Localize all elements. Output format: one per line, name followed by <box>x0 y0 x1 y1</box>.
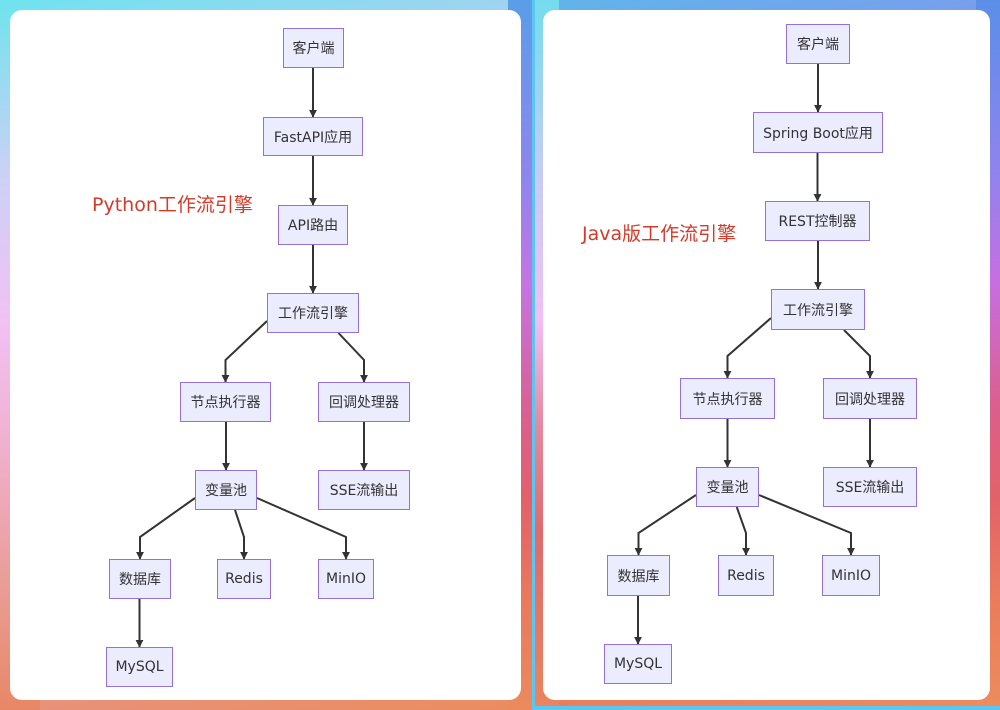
python-engine-title: Python工作流引擎 <box>92 194 253 216</box>
edge-varpool-to-database-arrow <box>136 497 196 560</box>
edge-varpool-to-database-arrow <box>634 494 697 556</box>
node-app[interactable]: FastAPI应用 <box>263 117 363 156</box>
node-minio[interactable]: MinIO <box>318 559 374 599</box>
edge-varpool-to-redis-arrow <box>234 509 248 560</box>
edge-engine-to-executor-arrow <box>723 317 772 379</box>
node-router[interactable]: REST控制器 <box>765 201 870 241</box>
edge-engine-to-callback-arrow <box>843 329 874 379</box>
node-executor[interactable]: 节点执行器 <box>680 378 775 419</box>
node-redis[interactable]: Redis <box>718 555 774 596</box>
edge-engine-to-callback-arrow <box>337 332 368 383</box>
panel-separator-bottom <box>532 706 1000 710</box>
edge-varpool-to-redis-arrow <box>735 506 750 556</box>
node-minio[interactable]: MinIO <box>822 555 880 596</box>
node-varpool[interactable]: 变量池 <box>195 470 257 510</box>
edge-varpool-to-minio-arrow <box>256 497 350 560</box>
node-mysql[interactable]: MySQL <box>604 644 672 684</box>
node-sse[interactable]: SSE流输出 <box>823 467 917 507</box>
node-executor[interactable]: 节点执行器 <box>180 382 271 422</box>
node-engine[interactable]: 工作流引擎 <box>267 293 359 333</box>
node-mysql[interactable]: MySQL <box>106 647 173 687</box>
node-client[interactable]: 客户端 <box>283 28 344 68</box>
node-varpool[interactable]: 变量池 <box>696 467 759 507</box>
node-router[interactable]: API路由 <box>278 205 348 245</box>
node-engine[interactable]: 工作流引擎 <box>771 289 865 330</box>
node-database[interactable]: 数据库 <box>109 559 171 599</box>
panel-separator <box>532 0 535 710</box>
node-database[interactable]: 数据库 <box>607 555 670 596</box>
java-engine-title: Java版工作流引擎 <box>582 223 737 245</box>
node-app[interactable]: Spring Boot应用 <box>753 112 883 153</box>
edge-varpool-to-minio-arrow <box>758 494 855 556</box>
node-callback[interactable]: 回调处理器 <box>823 378 917 419</box>
node-sse[interactable]: SSE流输出 <box>318 470 410 510</box>
node-redis[interactable]: Redis <box>217 559 271 599</box>
edge-engine-to-executor-arrow <box>221 320 268 383</box>
node-client[interactable]: 客户端 <box>786 24 850 64</box>
node-callback[interactable]: 回调处理器 <box>318 382 410 422</box>
